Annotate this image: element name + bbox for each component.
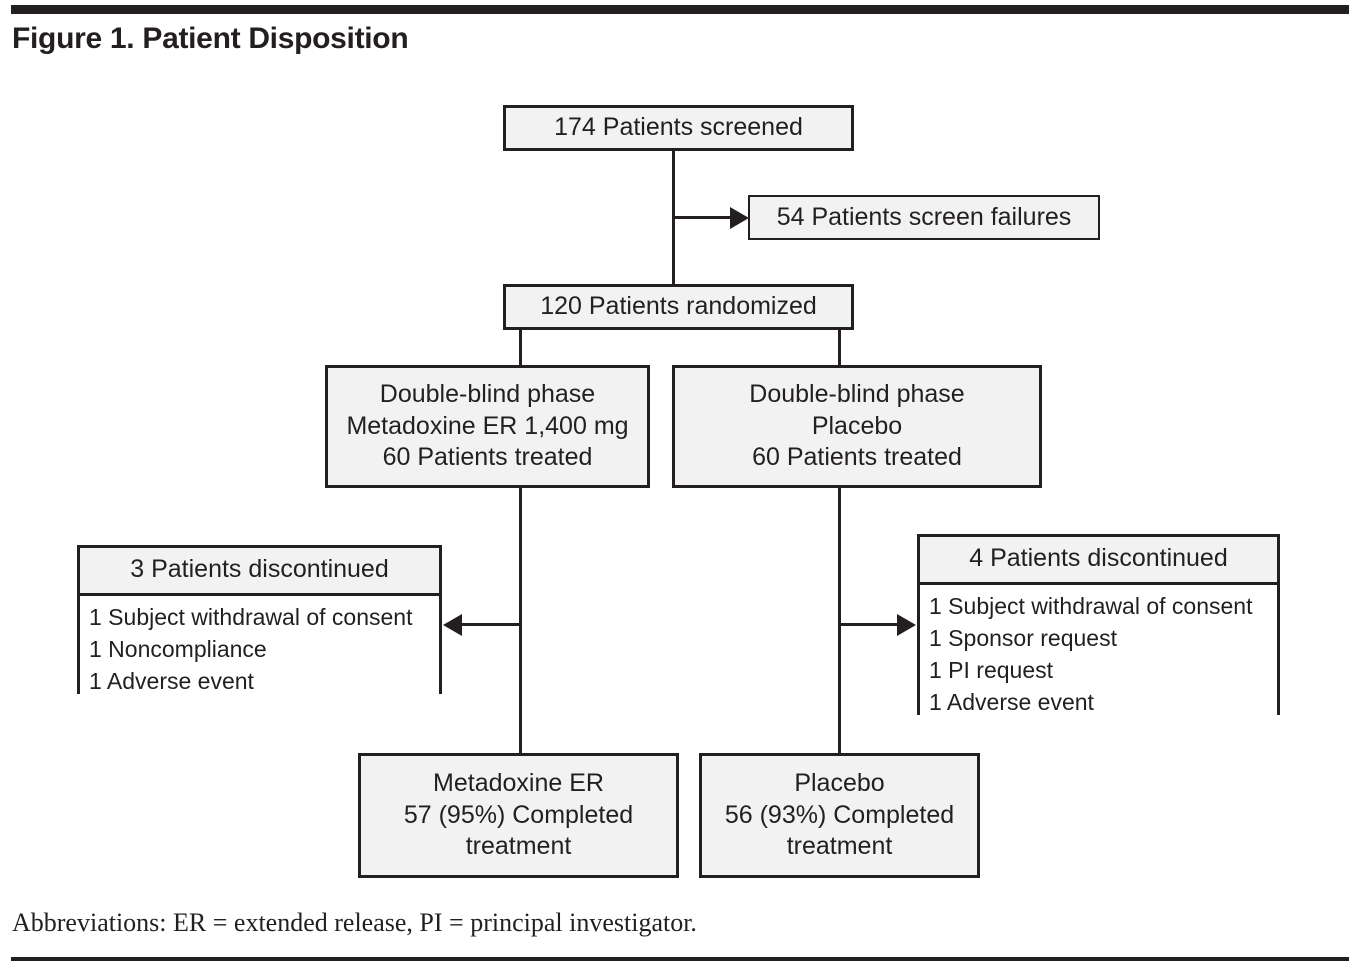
node-discontinued-placebo-header: 4 Patients discontinued <box>920 537 1277 585</box>
node-completed-metadoxine-line3: treatment <box>465 832 572 861</box>
bottom-divider-rule <box>11 957 1349 961</box>
node-completed-placebo: Placebo 56 (93%) Completed treatment <box>699 753 980 878</box>
node-arm-placebo: Double-blind phase Placebo 60 Patients t… <box>672 365 1042 488</box>
connector-to-placebo-discontinued <box>838 623 898 626</box>
node-patients-randomized-label: 120 Patients randomized <box>540 292 817 321</box>
node-patients-randomized: 120 Patients randomized <box>503 284 854 330</box>
node-discontinued-metadoxine-reasons: 1 Subject withdrawal of consent 1 Noncom… <box>80 596 439 704</box>
node-screen-failures-label: 54 Patients screen failures <box>776 202 1072 231</box>
node-completed-placebo-line3: treatment <box>786 832 893 861</box>
node-completed-placebo-line1: Placebo <box>794 768 885 797</box>
connector-screened-to-screen-failures <box>672 216 744 219</box>
arrowhead-to-screen-failures <box>730 207 749 229</box>
node-patients-screened: 174 Patients screened <box>503 105 854 151</box>
figure-abbreviations-note: Abbreviations: ER = extended release, PI… <box>12 908 697 937</box>
list-item: 1 Adverse event <box>89 667 254 694</box>
node-arm-metadoxine-line1: Double-blind phase <box>379 379 596 408</box>
node-discontinued-placebo: 4 Patients discontinued 1 Subject withdr… <box>917 534 1280 725</box>
list-item: 1 PI request <box>929 656 1054 683</box>
node-screen-failures: 54 Patients screen failures <box>748 195 1100 240</box>
node-arm-metadoxine: Double-blind phase Metadoxine ER 1,400 m… <box>325 365 650 488</box>
connector-randomized-to-placebo-arm <box>838 328 841 368</box>
node-completed-metadoxine-line2: 57 (95%) Completed <box>403 800 634 829</box>
node-arm-placebo-line2: Placebo <box>811 411 903 440</box>
list-item: 1 Noncompliance <box>89 635 267 662</box>
node-discontinued-metadoxine-header: 3 Patients discontinued <box>80 548 439 596</box>
top-divider-rule <box>11 5 1349 14</box>
connector-to-metadoxine-discontinued <box>462 623 522 626</box>
node-discontinued-metadoxine: 3 Patients discontinued 1 Subject withdr… <box>77 545 442 704</box>
node-arm-placebo-line3: 60 Patients treated <box>752 443 962 472</box>
node-patients-screened-label: 174 Patients screened <box>554 113 803 142</box>
node-completed-metadoxine-line1: Metadoxine ER <box>433 768 604 797</box>
node-completed-placebo-line2: 56 (93%) Completed <box>724 800 955 829</box>
list-item: 1 Adverse event <box>929 688 1094 715</box>
node-completed-metadoxine: Metadoxine ER 57 (95%) Completed treatme… <box>358 753 679 878</box>
list-item: 1 Sponsor request <box>929 624 1117 651</box>
node-arm-metadoxine-line2: Metadoxine ER 1,400 mg <box>346 411 629 440</box>
list-item: 1 Subject withdrawal of consent <box>89 604 413 630</box>
list-item: 1 Subject withdrawal of consent <box>929 593 1253 619</box>
connector-metadoxine-arm-to-completion <box>519 485 522 755</box>
arrowhead-to-placebo-discontinued <box>897 614 916 636</box>
node-arm-metadoxine-line3: 60 Patients treated <box>382 443 593 472</box>
figure-title: Figure 1. Patient Disposition <box>12 22 409 55</box>
connector-randomized-to-treatment-arm <box>519 328 522 368</box>
connector-placebo-arm-to-completion <box>838 485 841 755</box>
node-arm-placebo-line1: Double-blind phase <box>749 379 965 408</box>
node-discontinued-placebo-reasons: 1 Subject withdrawal of consent 1 Sponso… <box>920 585 1277 725</box>
arrowhead-to-metadoxine-discontinued <box>443 614 462 636</box>
